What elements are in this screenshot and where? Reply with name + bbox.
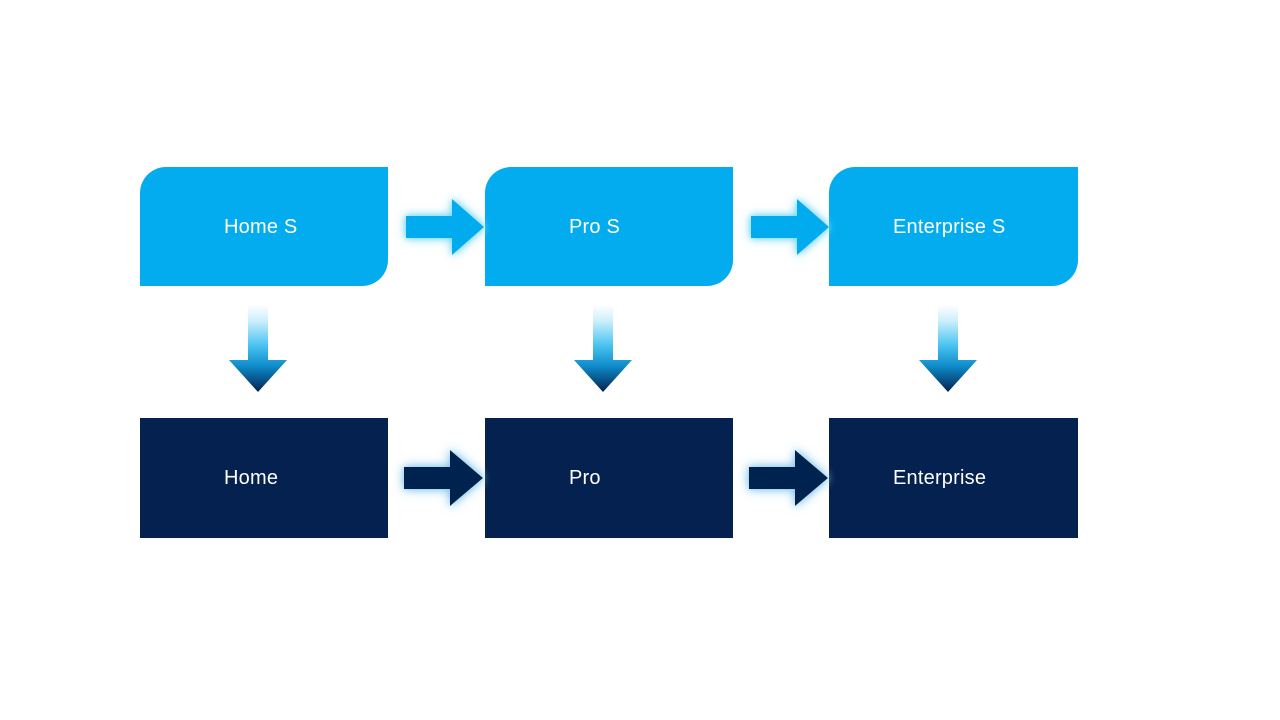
node-home-s-label: Home S xyxy=(224,215,298,238)
node-home[interactable]: Home xyxy=(140,418,388,538)
node-home-label: Home xyxy=(224,467,279,489)
right-arrow-icon-home-to-pro xyxy=(400,447,486,509)
right-arrow-icon-home-s-to-pro-s xyxy=(404,196,486,258)
node-enterprise-label: Enterprise xyxy=(893,467,987,489)
down-arrow-icon-pro-s-to-pro xyxy=(571,305,635,393)
node-pro[interactable]: Pro xyxy=(485,418,733,538)
node-enterprise-s-label: Enterprise S xyxy=(893,215,1006,238)
node-enterprise-s[interactable]: Enterprise S xyxy=(829,167,1078,286)
down-arrow-icon-enterprise-s-to-enterprise xyxy=(916,305,980,393)
right-arrow-icon-pro-to-enterprise xyxy=(745,447,831,509)
down-arrow-icon-home-s-to-home xyxy=(226,305,290,393)
node-enterprise[interactable]: Enterprise xyxy=(829,418,1078,538)
right-arrow-icon-pro-s-to-enterprise-s xyxy=(749,196,831,258)
node-pro-s-label: Pro S xyxy=(569,215,621,238)
node-pro-s[interactable]: Pro S xyxy=(485,167,733,286)
node-pro-label: Pro xyxy=(569,467,601,489)
node-home-s[interactable]: Home S xyxy=(140,167,388,286)
